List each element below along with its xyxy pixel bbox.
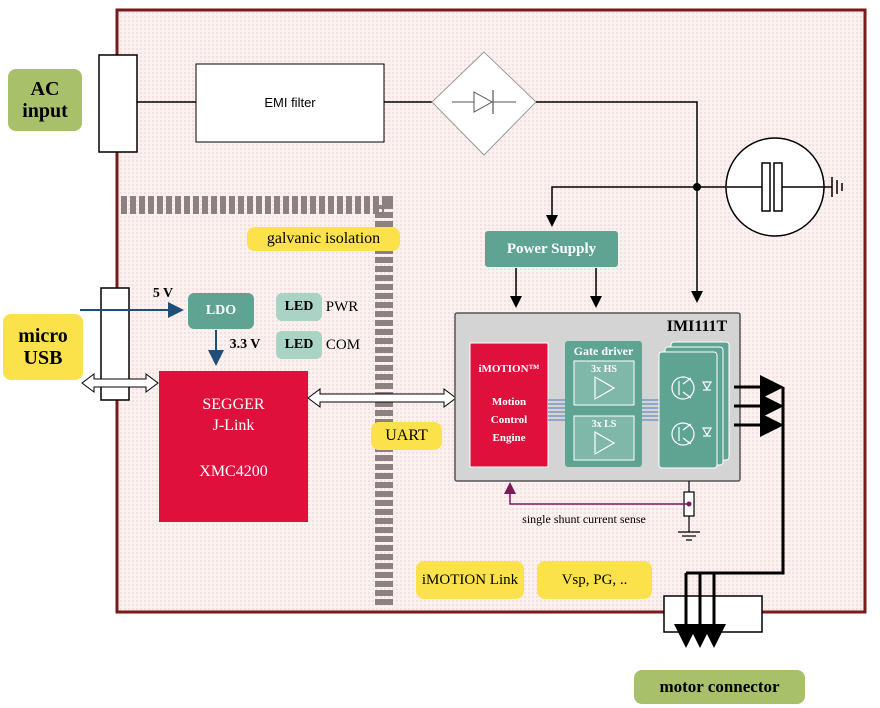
emi-filter-label: EMI filter — [264, 94, 316, 110]
power-supply-box: Power Supply — [485, 231, 618, 267]
micro-usb-label: micro USB — [3, 314, 83, 380]
led-pwr: LED — [276, 293, 322, 321]
gate-driver-label: Gate driver — [573, 343, 634, 358]
imi111t-label: IMI111T — [666, 318, 728, 335]
pwr-label: PWR — [325, 298, 359, 315]
uart-label: UART — [371, 422, 442, 450]
five-volt-label: 5 V — [152, 286, 174, 301]
segger-label: SEGGER — [202, 396, 265, 413]
ls-label: 3x LS — [591, 418, 617, 430]
ldo-box: LDO — [188, 293, 254, 329]
hs-label: 3x HS — [591, 363, 617, 375]
segger-box — [159, 371, 308, 522]
com-label: COM — [325, 336, 361, 353]
emi-filter-box — [195, 63, 385, 143]
imotion-link-label: iMOTION Link — [416, 561, 524, 599]
imotion-engine-box — [469, 342, 549, 468]
galvanic-isolation-barrier — [121, 196, 393, 605]
usb-segger-link — [81, 373, 159, 393]
power-stage-front — [658, 351, 718, 469]
jlink-label: J-Link — [212, 417, 255, 434]
xmc4200-label: XMC4200 — [199, 463, 268, 480]
ac-input-label: AC input — [8, 69, 82, 131]
motor-connector-label: motor connector — [634, 670, 805, 704]
imotion-tm-label: iMOTION™ — [478, 363, 540, 375]
shunt-label: single shunt current sense — [522, 511, 646, 526]
led-com: LED — [276, 331, 322, 359]
three-volt-label: 3.3 V — [229, 337, 261, 352]
vsp-pg-label: Vsp, PG, .. — [537, 561, 652, 599]
motion-control-engine-label: Motion Control Engine — [490, 396, 528, 444]
ac-connector — [98, 54, 138, 153]
galvanic-isolation-label: galvanic isolation — [247, 227, 400, 251]
